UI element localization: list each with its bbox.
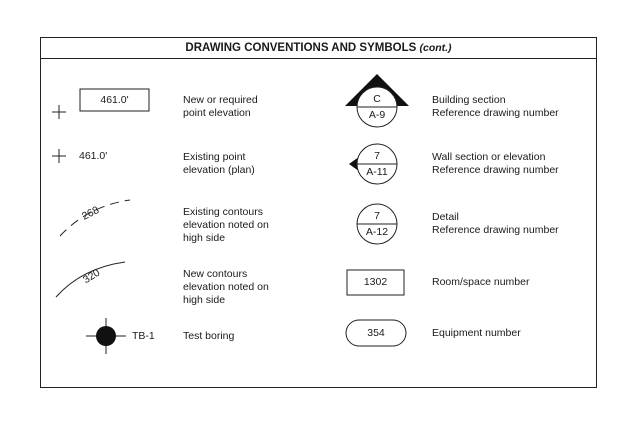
building-section-bottom: A-9 <box>368 109 386 121</box>
equipment-number-value: 354 <box>367 327 385 339</box>
detail-bottom: A-12 <box>365 226 389 238</box>
detail-symbol <box>356 203 398 245</box>
desc-line: New contours <box>183 268 248 280</box>
equipment-number-pill <box>345 319 407 347</box>
table-title: DRAWING CONVENTIONS AND SYMBOLS (cont.) <box>41 38 596 59</box>
desc-line: Room/space number <box>432 276 530 288</box>
elevation-box <box>79 88 150 112</box>
desc-line: high side <box>183 294 226 306</box>
desc-line: point elevation <box>183 107 251 119</box>
existing-point-elevation-desc: Existing point elevation (plan) <box>183 151 255 177</box>
building-section-desc: Building section Reference drawing numbe… <box>432 94 559 120</box>
existing-point-elevation-symbol <box>52 149 66 163</box>
desc-line: Building section <box>432 94 506 106</box>
test-boring-desc: Test boring <box>183 330 234 343</box>
title-text: DRAWING CONVENTIONS AND SYMBOLS <box>185 42 417 54</box>
equipment-number-desc: Equipment number <box>432 327 521 340</box>
desc-line: Reference drawing number <box>432 224 559 236</box>
desc-line: Reference drawing number <box>432 107 559 119</box>
desc-line: Reference drawing number <box>432 164 559 176</box>
room-number-desc: Room/space number <box>432 276 529 289</box>
conventions-table: DRAWING CONVENTIONS AND SYMBOLS (cont.) <box>40 37 597 388</box>
existing-contour-line <box>59 199 131 237</box>
existing-point-elevation-value: 461.0' <box>79 150 108 162</box>
detail-desc: Detail Reference drawing number <box>432 211 559 237</box>
room-number-value: 1302 <box>363 276 388 288</box>
room-number-box <box>346 269 405 296</box>
desc-line: elevation (plan) <box>183 164 255 176</box>
desc-line: Existing contours <box>183 206 263 218</box>
desc-line: Equipment number <box>432 327 521 339</box>
desc-line: Detail <box>432 211 459 223</box>
test-boring-label: TB-1 <box>132 330 155 342</box>
test-boring-symbol <box>86 318 126 354</box>
new-point-elevation-symbol <box>52 88 150 119</box>
existing-contour-desc: Existing contours elevation noted on hig… <box>183 206 269 245</box>
wall-section-desc: Wall section or elevation Reference draw… <box>432 151 559 177</box>
desc-line: high side <box>183 232 226 244</box>
detail-top: 7 <box>374 210 380 222</box>
building-section-symbol <box>345 74 409 128</box>
wall-section-top: 7 <box>374 150 380 162</box>
wall-section-symbol <box>349 143 398 185</box>
building-section-top: C <box>373 93 381 105</box>
title-suffix: (cont.) <box>419 42 452 54</box>
desc-line: Existing point <box>183 151 246 163</box>
desc-line: Wall section or elevation <box>432 151 546 163</box>
desc-line: elevation noted on <box>183 281 269 293</box>
new-point-elevation-value: 461.0' <box>100 94 129 106</box>
desc-line: Test boring <box>183 330 235 342</box>
new-point-elevation-desc: New or required point elevation <box>183 94 258 120</box>
new-contour-line <box>55 261 126 298</box>
new-contour-desc: New contours elevation noted on high sid… <box>183 268 269 307</box>
wall-section-bottom: A-11 <box>366 166 388 178</box>
desc-line: elevation noted on <box>183 219 269 231</box>
desc-line: New or required <box>183 94 258 106</box>
